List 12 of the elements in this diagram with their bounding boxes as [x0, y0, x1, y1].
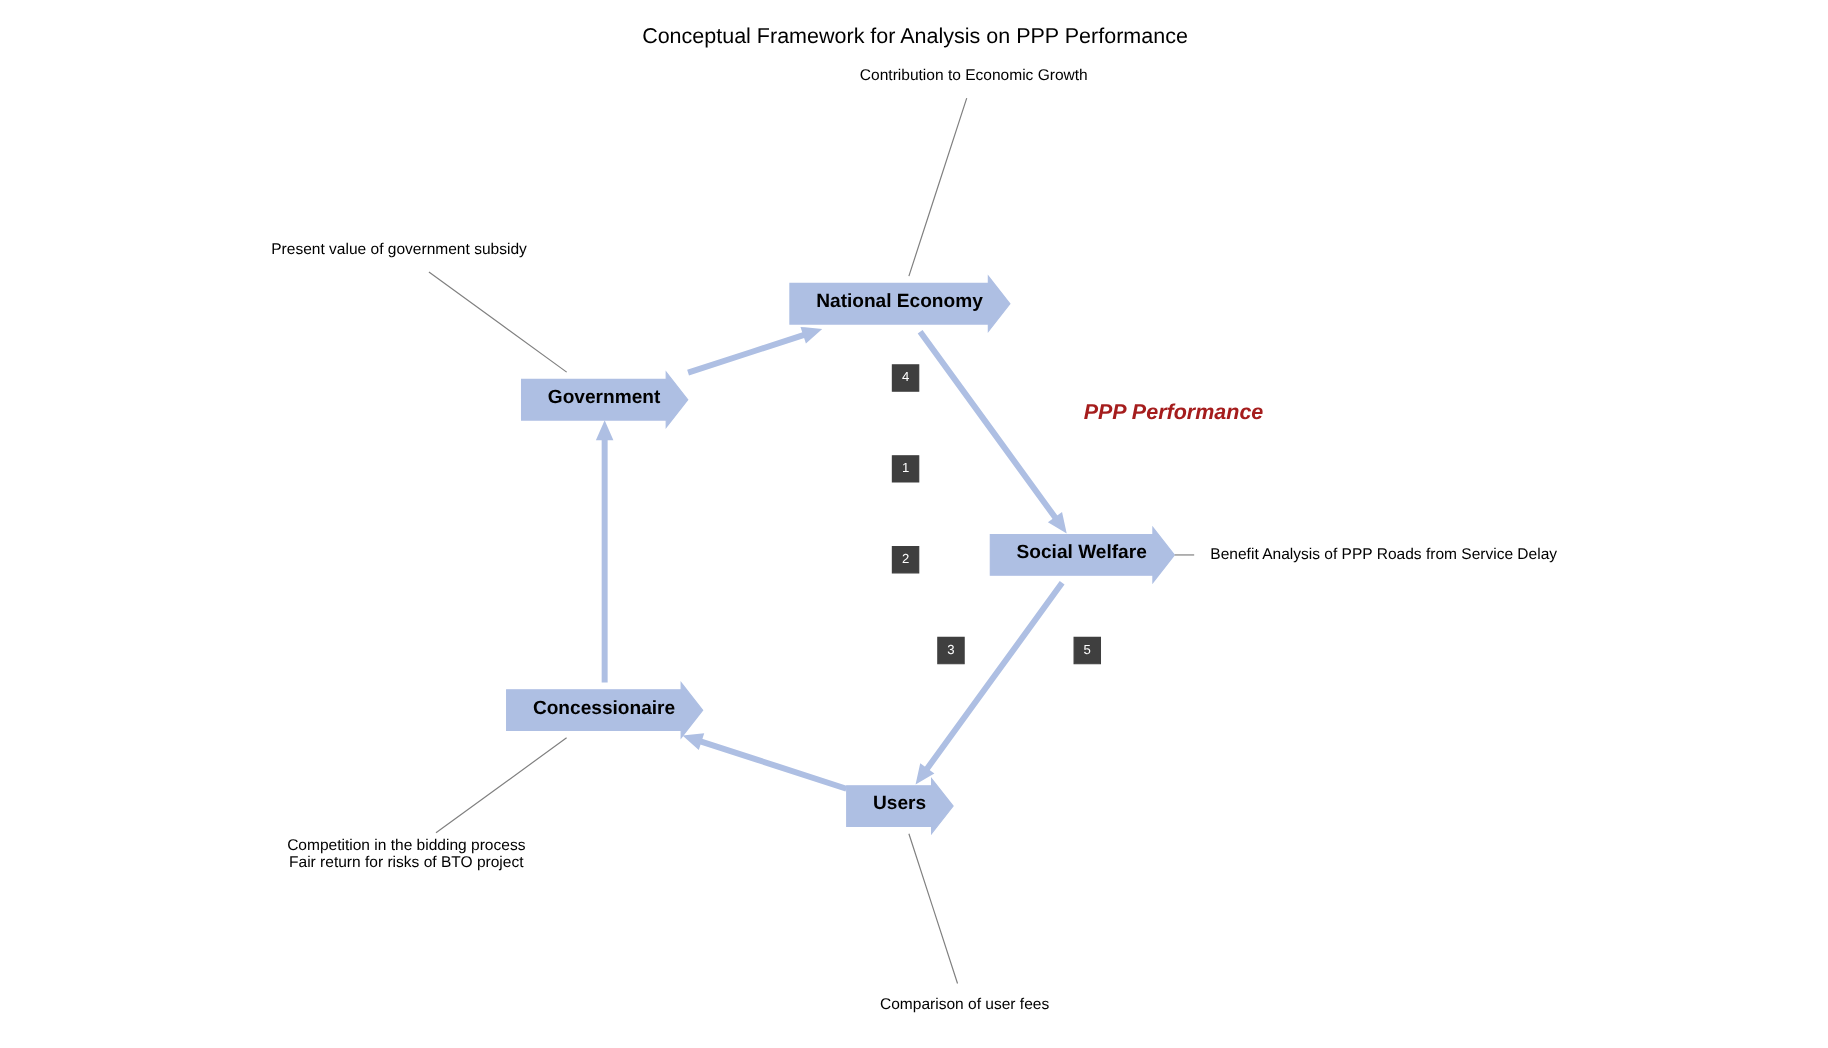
connector: [907, 833, 958, 985]
arrow: [681, 733, 847, 792]
node-text: PPP Performance: [1082, 401, 1263, 426]
connector: [1173, 554, 1194, 556]
arrow: [686, 326, 822, 376]
connector: [434, 737, 567, 834]
arrow: [594, 420, 613, 683]
connector: [907, 97, 967, 277]
arrow: [914, 581, 1064, 785]
diagram-title: Conceptual Framework for Analysis on PPP Performance: [641, 25, 1187, 50]
arrow: [916, 329, 1066, 534]
connector: [427, 271, 567, 373]
